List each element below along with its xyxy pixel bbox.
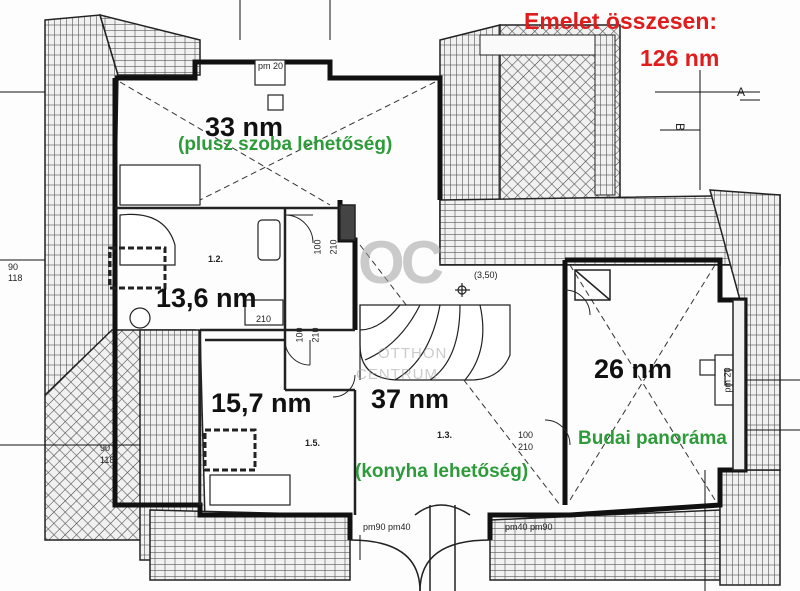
dimension-label: pm90 pm40 xyxy=(363,522,411,532)
watermark-text: OTTHON xyxy=(378,345,448,362)
room-area-label: 37 nm xyxy=(371,384,450,414)
room-note-label: Budai panoráma xyxy=(578,428,727,449)
misc-elements xyxy=(339,204,746,471)
dimension-label: 100 xyxy=(312,239,323,255)
dimension-label: 118 xyxy=(100,455,115,465)
room-area-label: 13,6 nm xyxy=(156,283,257,313)
watermark-text: CENTRUM xyxy=(356,366,438,383)
interior-walls xyxy=(115,206,357,515)
room-note-label: (konyha lehetőség) xyxy=(355,461,529,482)
dimension-label: pm 20 xyxy=(258,61,284,71)
room-number-label: 1.5. xyxy=(305,438,321,448)
staircase xyxy=(359,283,511,381)
dimension-label: 90 xyxy=(100,443,111,453)
floor-total-value: 126 nm xyxy=(640,45,720,71)
floor-total-label: Emelet összesen: xyxy=(524,8,718,34)
room-number-label: 1.2. xyxy=(208,254,224,264)
dimension-label: 90 xyxy=(8,262,19,272)
room-number-label: 1.3. xyxy=(437,430,453,440)
dimension-label: 118 xyxy=(8,273,23,283)
bay-window xyxy=(349,504,491,591)
dimension-label: 210 xyxy=(256,314,272,324)
dimension-label: 210 xyxy=(518,442,534,452)
dimension-label: pm 20 xyxy=(722,367,733,393)
room-note-label: (plusz szoba lehetőség) xyxy=(178,134,393,155)
dimension-label: 210 xyxy=(328,239,339,255)
dimension-label: 100 xyxy=(294,327,305,343)
roof-tiles xyxy=(44,13,781,586)
dimension-label: (3,50) xyxy=(474,270,498,280)
dimension-label: pm40 pm90 xyxy=(505,522,553,532)
dimension-label: 210 xyxy=(310,327,321,343)
doors xyxy=(284,214,591,446)
section-marker: B xyxy=(673,122,688,132)
room-area-label: 33 nm xyxy=(205,112,284,142)
fixtures xyxy=(108,59,741,506)
watermark-logo: OC xyxy=(358,229,444,296)
dimension-label: 100 xyxy=(518,430,534,440)
room-area-label: 15,7 nm xyxy=(211,388,312,418)
section-marker: A xyxy=(737,85,746,99)
room-area-label: 26 nm xyxy=(594,354,673,384)
